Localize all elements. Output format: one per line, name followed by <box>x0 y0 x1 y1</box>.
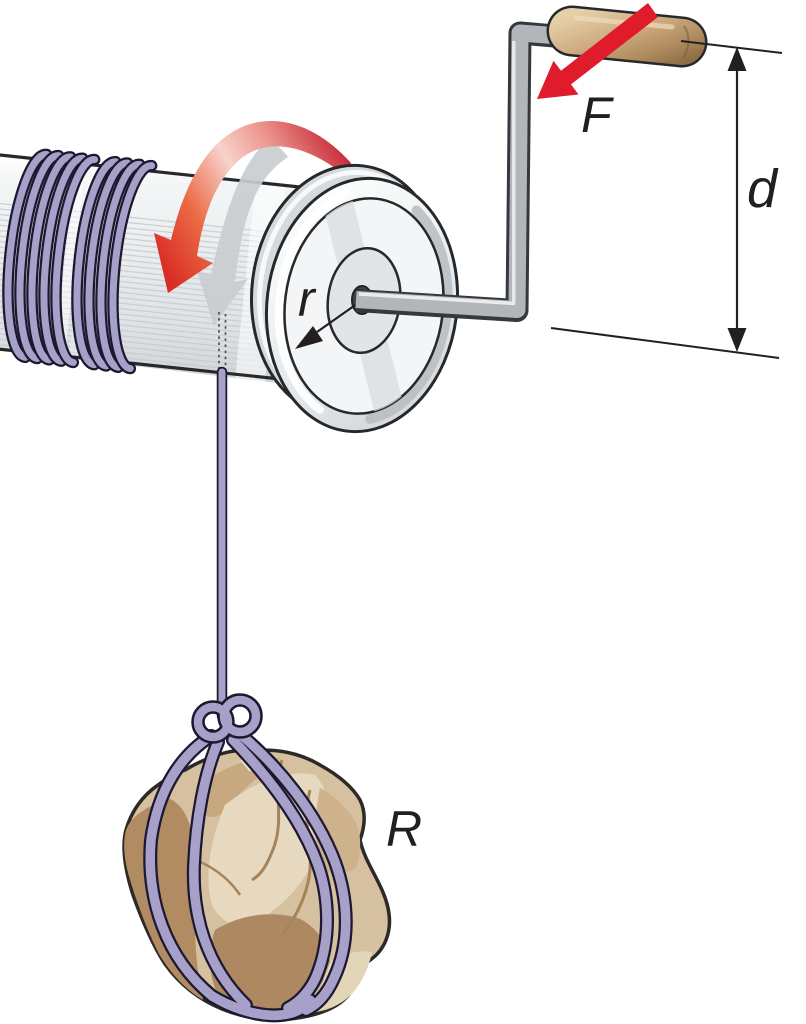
force-label: F <box>581 87 614 143</box>
radius-arrow <box>295 300 362 349</box>
radius-label: r <box>298 271 317 327</box>
hidden-rope-dotted-line <box>218 312 227 372</box>
rope-knot <box>191 693 263 744</box>
rotation-shadow-arrow <box>197 140 288 326</box>
rope-coils <box>2 148 158 375</box>
force-arrow <box>537 3 658 99</box>
dimension-d <box>550 40 783 359</box>
crank-arm <box>355 21 567 322</box>
load-label: R <box>386 801 422 857</box>
rotation-arrow <box>154 120 352 293</box>
distance-label: d <box>747 159 779 219</box>
rope-sling <box>143 727 353 1023</box>
